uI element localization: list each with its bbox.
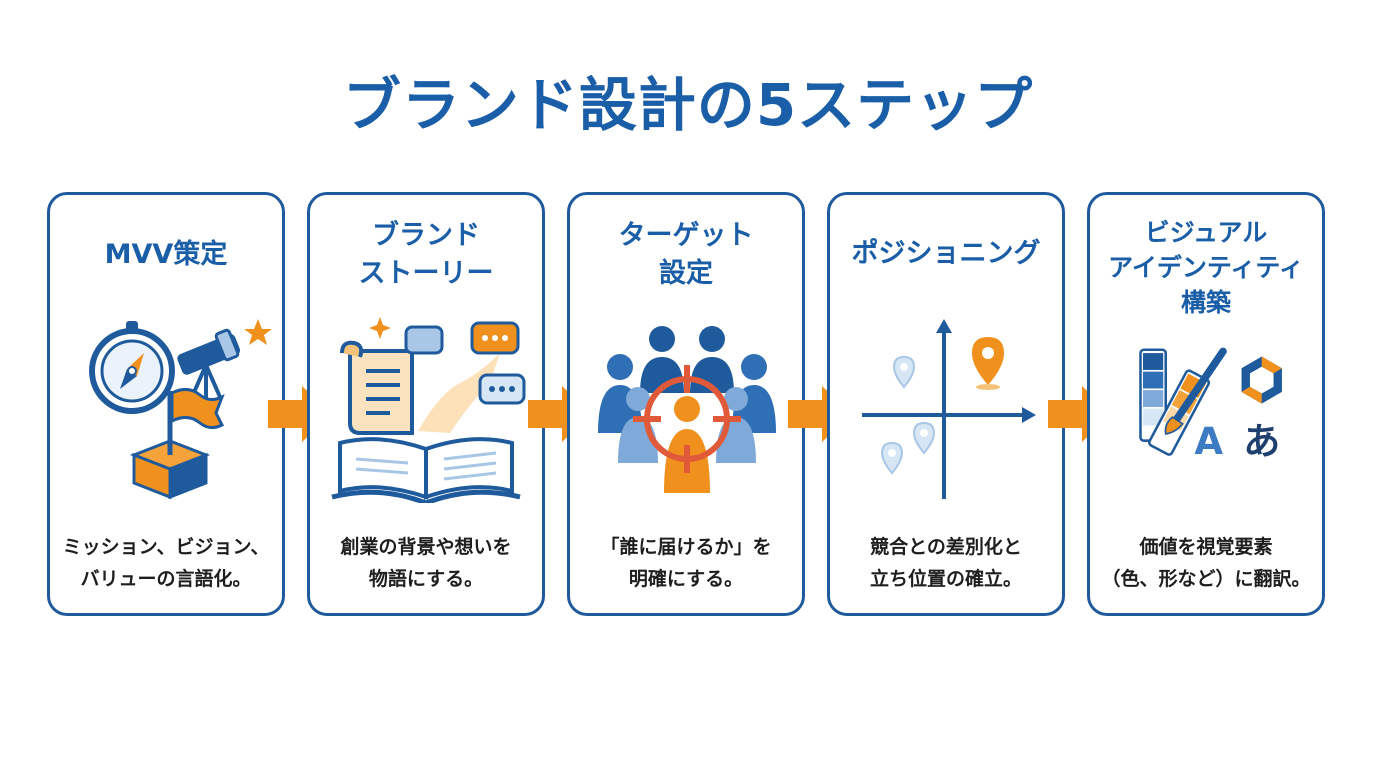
step-description: ミッション、ビジョン、 バリューの言語化。	[62, 536, 270, 590]
step-description: 「誰に届けるか」を 明確にする。	[600, 536, 772, 590]
mvv-illustration	[89, 319, 272, 500]
open-book-icon	[331, 437, 521, 503]
step-card-visual-identity: ビジュアル アイデンティティ 構築 A あ	[1087, 192, 1325, 616]
step-card-target: ターゲット 設定 「誰に届けるか」を 明確にする。	[567, 192, 805, 616]
step-title: ビジュアル アイデンティティ 構築	[1108, 218, 1304, 317]
axis-chart-icon	[862, 319, 1036, 499]
crosshair-icon	[633, 365, 741, 473]
step-description: 創業の背景や想いを 物語にする。	[340, 536, 512, 590]
step-description: 競合との差別化と 立ち位置の確立。	[869, 536, 1022, 590]
step-card-positioning: ポジショニング 競合との差別化と 立ち位置の確立。	[827, 192, 1065, 616]
logo-icon	[1241, 356, 1282, 404]
flag-icon	[129, 388, 225, 500]
step-title: ポジショニング	[851, 238, 1041, 269]
typography-icon: A あ	[1194, 420, 1280, 463]
svg-text:A: A	[1194, 420, 1223, 463]
map-pin-icon	[880, 337, 1004, 475]
telescope-icon	[177, 328, 241, 399]
positioning-illustration	[862, 319, 1036, 499]
step-description: 価値を視覚要素 （色、形など）に翻訳。	[1101, 536, 1311, 590]
scroll-icon	[340, 340, 414, 435]
step-title: ブランド ストーリー	[358, 220, 494, 289]
star-icon	[244, 319, 272, 345]
paintbrush-icon	[1164, 347, 1227, 435]
sparkle-icon	[369, 317, 391, 339]
people-group-icon	[598, 326, 776, 493]
step-card-mvv: MVV策定 ミッション、ビジョン、 バリューの言語化。	[47, 192, 285, 616]
target-illustration	[598, 326, 776, 493]
brand-story-illustration	[331, 317, 526, 503]
visual-identity-illustration: A あ	[1139, 347, 1282, 463]
svg-text:あ: あ	[1243, 420, 1280, 463]
step-title: ターゲット 設定	[618, 220, 754, 289]
speech-bubble-icon	[404, 321, 526, 405]
step-title: MVV策定	[104, 239, 228, 270]
compass-icon	[89, 321, 175, 414]
step-card-brand-story: ブランド ストーリー	[307, 192, 545, 616]
page-title: ブランド設計の5ステップ	[342, 71, 1034, 139]
